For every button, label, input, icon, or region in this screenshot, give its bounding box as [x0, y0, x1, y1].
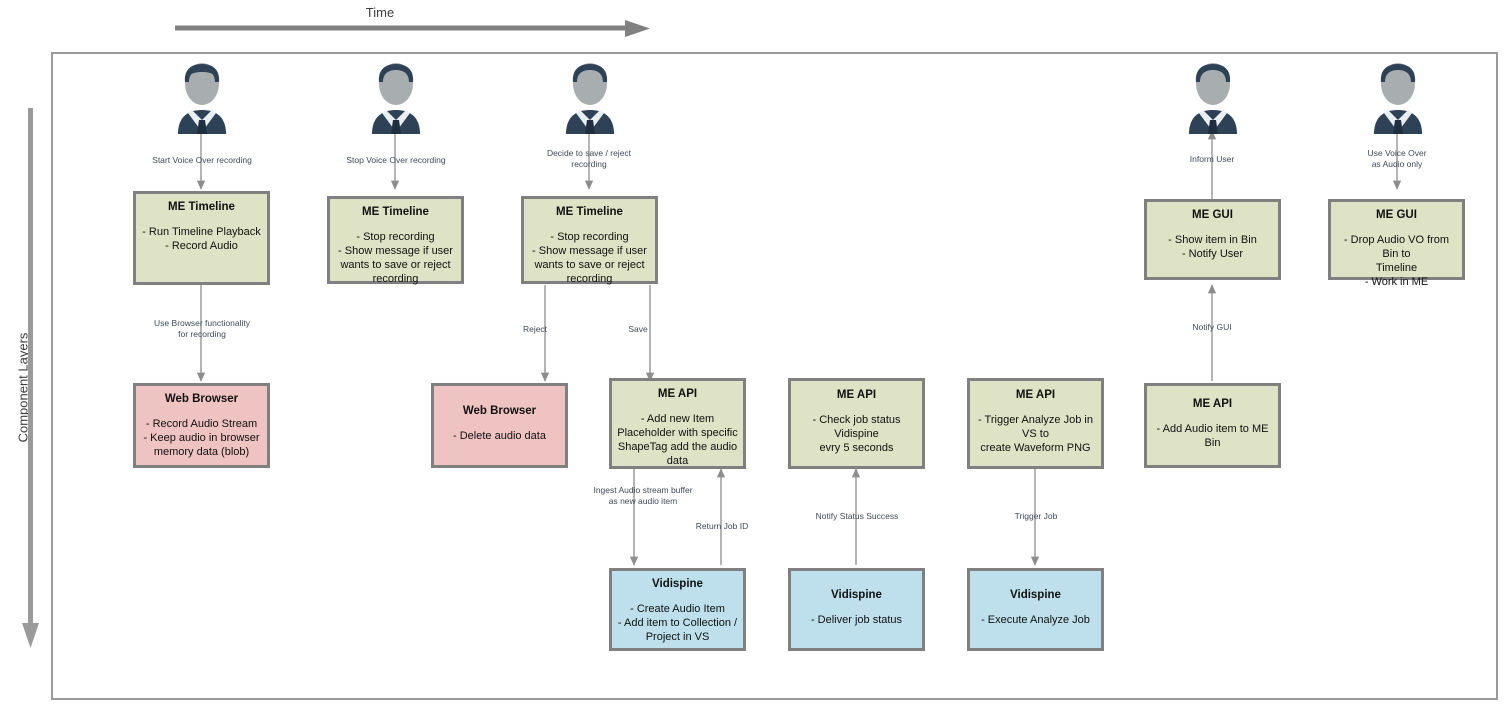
businessman-icon	[362, 58, 430, 134]
node-title: ME API	[1192, 398, 1233, 411]
node-web-browser-1[interactable]: Web Browser - Record Audio Stream - Keep…	[133, 383, 270, 468]
node-me-timeline-3[interactable]: ME Timeline - Stop recording - Show mess…	[521, 196, 658, 285]
node-me-timeline-2[interactable]: ME Timeline - Stop recording - Show mess…	[327, 196, 464, 285]
node-body: - Drop Audio VO from Bin to Timeline - W…	[1343, 233, 1450, 288]
businessman-icon	[1364, 58, 1432, 134]
node-body: - Delete audio data	[453, 429, 546, 442]
businessman-icon	[168, 58, 236, 134]
edge-label-use-browser: Use Browser functionality for recording	[154, 318, 250, 340]
node-body: - Deliver job status	[810, 613, 903, 626]
node-title: ME Timeline	[168, 201, 235, 213]
node-title: Web Browser	[462, 405, 537, 418]
node-vidispine-2[interactable]: Vidispine - Deliver job status	[788, 568, 925, 651]
edge-label-inform-user: Inform User	[1189, 154, 1235, 164]
businessman-icon	[556, 58, 624, 134]
node-title: ME GUI	[1192, 209, 1233, 221]
node-body: - Stop recording - Show message if user …	[338, 230, 453, 285]
node-body: - Stop recording - Show message if user …	[532, 230, 647, 285]
edge-label-decide: Decide to save / reject recording	[546, 148, 632, 170]
time-arrow-icon	[175, 20, 650, 37]
component-layers-arrow-icon	[22, 108, 39, 648]
edge-label-reject: Reject	[522, 324, 548, 334]
node-me-timeline-1[interactable]: ME Timeline - Run Timeline Playback - Re…	[133, 191, 270, 285]
node-me-api-3[interactable]: ME API - Trigger Analyze Job in VS to cr…	[967, 378, 1104, 469]
edge-label-start-vo: Start Voice Over recording	[152, 155, 252, 165]
node-me-gui-2[interactable]: ME GUI - Drop Audio VO from Bin to Timel…	[1328, 199, 1465, 288]
node-me-gui-1[interactable]: ME GUI - Show item in Bin - Notify User	[1144, 199, 1281, 280]
node-title: Vidispine	[1010, 589, 1061, 602]
businessman-icon	[1179, 58, 1247, 134]
edge-label-trigger-job: Trigger Job	[1014, 511, 1058, 521]
node-title: Vidispine	[652, 578, 703, 590]
edge-label-use-vo-audio: Use Voice Over as Audio only	[1367, 148, 1427, 170]
node-body: - Add Audio item to ME Bin	[1156, 422, 1269, 449]
node-vidispine-1[interactable]: Vidispine - Create Audio Item - Add item…	[609, 568, 746, 651]
node-body: - Trigger Analyze Job in VS to create Wa…	[978, 413, 1093, 454]
edge-label-notify-status: Notify Status Success	[815, 511, 899, 521]
node-body: - Execute Analyze Job	[981, 613, 1090, 626]
node-body: - Run Timeline Playback - Record Audio	[142, 225, 261, 252]
node-title: ME Timeline	[362, 206, 429, 218]
node-body: - Record Audio Stream - Keep audio in br…	[143, 417, 260, 458]
node-web-browser-2[interactable]: Web Browser - Delete audio data	[431, 383, 568, 468]
edge-label-ingest-audio: Ingest Audio stream buffer as new audio …	[593, 485, 693, 507]
node-body: - Create Audio Item - Add item to Collec…	[617, 602, 738, 643]
edge-label-return-job-id: Return Job ID	[695, 521, 749, 531]
node-me-api-4[interactable]: ME API - Add Audio item to ME Bin	[1144, 383, 1281, 468]
node-title: ME GUI	[1376, 209, 1417, 221]
node-body: - Show item in Bin - Notify User	[1168, 233, 1257, 260]
time-axis-label: Time	[365, 5, 395, 20]
node-vidispine-3[interactable]: Vidispine - Execute Analyze Job	[967, 568, 1104, 651]
node-title: ME API	[1015, 389, 1056, 402]
node-body: - Check job status Vidispine evry 5 seco…	[812, 413, 901, 454]
node-title: ME API	[836, 389, 877, 402]
node-title: Vidispine	[831, 589, 882, 602]
edge-label-save: Save	[628, 324, 648, 334]
node-title: ME API	[657, 388, 698, 400]
edge-label-notify-gui: Notify GUI	[1192, 322, 1232, 332]
node-body: - Add new Item Placeholder with specific…	[617, 412, 738, 467]
node-title: ME Timeline	[556, 206, 623, 218]
node-title: Web Browser	[164, 393, 239, 405]
edge-label-stop-vo: Stop Voice Over recording	[346, 155, 446, 165]
node-me-api-1[interactable]: ME API - Add new Item Placeholder with s…	[609, 378, 746, 469]
node-me-api-2[interactable]: ME API - Check job status Vidispine evry…	[788, 378, 925, 469]
diagram-frame	[51, 52, 1498, 700]
